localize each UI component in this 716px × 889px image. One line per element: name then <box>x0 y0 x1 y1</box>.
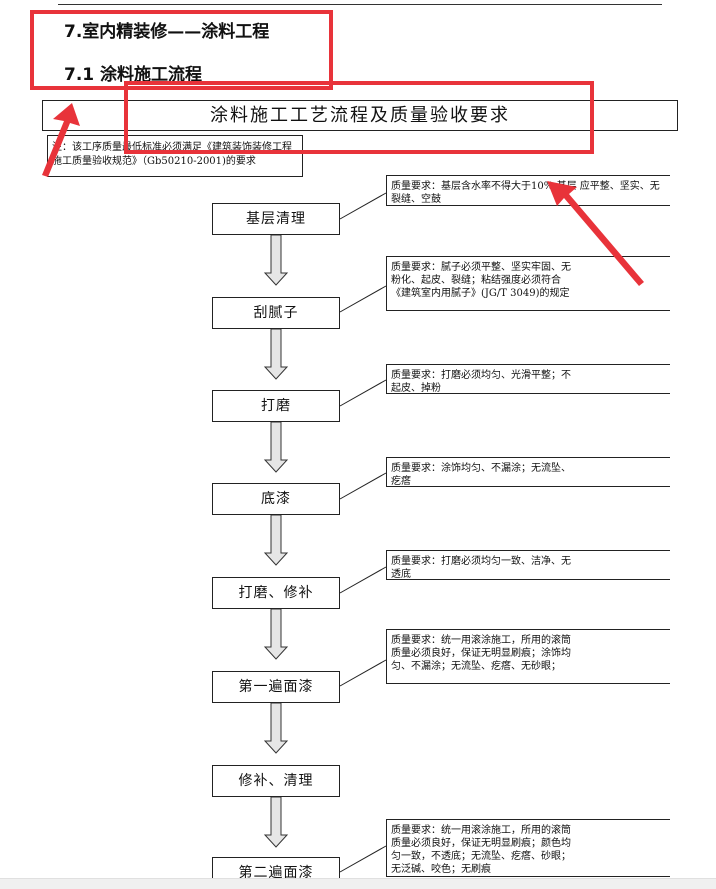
requirement-box-3: 质量要求：打磨必须均匀、光滑平整；不起皮、掉粉 <box>386 364 670 394</box>
requirement-box-6: 质量要求：统一用滚涂施工，所用的滚筒质量必须良好，保证无明显刷痕；涂饰均匀、不漏… <box>386 629 670 684</box>
top-rule <box>58 4 662 5</box>
flow-step-1: 基层清理 <box>212 203 340 235</box>
requirement-box-5: 质量要求：打磨必须均匀一致、洁净、无透底 <box>386 550 670 580</box>
flow-title: 涂料施工工艺流程及质量验收要求 <box>42 100 678 131</box>
connector-line <box>339 472 387 500</box>
connector-line <box>339 845 387 873</box>
connector-line <box>339 379 387 407</box>
section-heading: 7.室内精装修——涂料工程 <box>64 22 270 42</box>
annotation-highlight-box <box>124 81 594 154</box>
annotation-highlight-box <box>30 10 333 90</box>
flow-step-6: 第一遍面漆 <box>212 671 340 703</box>
subsection-heading: 7.1 涂料施工流程 <box>64 65 203 85</box>
flow-step-7: 修补、清理 <box>212 765 340 797</box>
annotation-arrow-icon <box>42 103 80 177</box>
requirement-box-2: 质量要求：腻子必须平整、坚实牢固、无粉化、起皮、裂缝；粘结强度必须符合《建筑室内… <box>386 256 670 311</box>
connector-line <box>339 192 387 220</box>
connector-line <box>339 566 387 594</box>
flow-step-4: 底漆 <box>212 483 340 515</box>
flow-step-2: 刮腻子 <box>212 297 340 329</box>
annotation-arrow-icon <box>547 181 644 286</box>
standard-note: 注：该工序质量最低标准必须满足《建筑装饰装修工程施工质量验收规范》（Gb5021… <box>47 135 303 177</box>
flow-step-3: 打磨 <box>212 390 340 422</box>
requirement-box-1: 质量要求：基层含水率不得大于10%;基层 应平整、坚实、无裂缝、空鼓 <box>386 175 670 206</box>
connector-line <box>339 659 387 687</box>
connector-line <box>339 285 387 313</box>
requirement-box-4: 质量要求：涂饰均匀、不漏涂；无流坠、疙瘩 <box>386 457 670 487</box>
requirement-box-7: 质量要求：统一用滚涂施工，所用的滚筒质量必须良好，保证无明显刷痕；颜色均匀一致，… <box>386 819 670 877</box>
page-bottom-edge <box>0 878 716 889</box>
flow-step-5: 打磨、修补 <box>212 577 340 609</box>
